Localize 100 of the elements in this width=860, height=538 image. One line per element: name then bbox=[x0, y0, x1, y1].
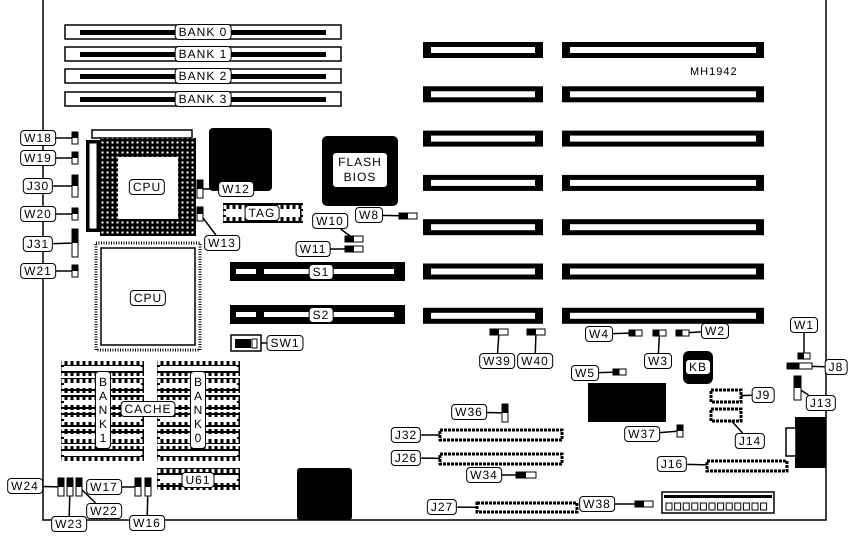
part-label: W40 bbox=[517, 353, 553, 369]
leader-line bbox=[56, 137, 72, 139]
jumper-block bbox=[676, 424, 684, 438]
part-label: W8 bbox=[355, 207, 383, 223]
pin-header bbox=[438, 428, 564, 442]
leader-line bbox=[382, 214, 400, 217]
jumper-block bbox=[786, 362, 812, 370]
part-label: W39 bbox=[479, 353, 515, 369]
jumper-block bbox=[502, 404, 508, 422]
pin-header bbox=[710, 408, 742, 422]
jumper-block bbox=[72, 228, 78, 258]
pin-header bbox=[476, 502, 578, 514]
jumper-block bbox=[628, 330, 642, 336]
part-label: W20 bbox=[20, 206, 56, 222]
part-label: BANK 2 bbox=[174, 68, 232, 84]
part-label: CPU bbox=[128, 179, 166, 195]
jumper-block bbox=[794, 376, 802, 400]
part-label: W10 bbox=[312, 213, 348, 229]
dip-switch bbox=[230, 334, 262, 352]
leader-line bbox=[534, 334, 537, 354]
part-label: W38 bbox=[579, 496, 615, 512]
jumper-block bbox=[398, 212, 418, 220]
part-label: W23 bbox=[51, 516, 87, 532]
leader-line bbox=[56, 213, 72, 215]
leader-line bbox=[53, 242, 72, 244]
part-label: BANK0 bbox=[190, 371, 206, 449]
part-label: W21 bbox=[20, 263, 56, 279]
part-label: J27 bbox=[426, 499, 458, 515]
jumper-block bbox=[344, 246, 364, 252]
jumper-block bbox=[526, 328, 546, 336]
jumper-block bbox=[72, 132, 78, 144]
part-label: W24 bbox=[7, 478, 43, 494]
jumper-block bbox=[72, 152, 78, 164]
part-label: FLASH BIOS bbox=[332, 152, 388, 188]
part-label: S1 bbox=[308, 264, 334, 280]
pin-header bbox=[438, 452, 564, 466]
jumper-block bbox=[490, 328, 508, 336]
part-label: J13 bbox=[806, 395, 836, 411]
part-label: J32 bbox=[390, 427, 422, 443]
leader-line bbox=[68, 496, 70, 516]
pin-header bbox=[706, 460, 788, 472]
part-label: W12 bbox=[218, 181, 254, 197]
jumper-block bbox=[798, 352, 810, 360]
leader-line bbox=[687, 464, 708, 466]
part-label: SW1 bbox=[266, 335, 304, 351]
leader-line bbox=[486, 412, 502, 414]
part-label: W18 bbox=[20, 130, 56, 146]
part-label: W16 bbox=[129, 515, 165, 531]
part-label: W3 bbox=[644, 353, 672, 369]
part-label: J31 bbox=[22, 236, 54, 252]
leader-line bbox=[688, 331, 702, 334]
part-label: W13 bbox=[204, 235, 240, 251]
jumper-block bbox=[76, 478, 82, 496]
jumper-block bbox=[72, 264, 78, 278]
part-label: W17 bbox=[86, 479, 122, 495]
jumper-block bbox=[652, 330, 666, 336]
leader-line bbox=[614, 503, 635, 505]
part-label: U61 bbox=[182, 472, 214, 488]
leader-line bbox=[421, 457, 440, 460]
clock-chip bbox=[588, 383, 666, 422]
leader-line bbox=[496, 334, 500, 354]
jumper-block bbox=[58, 478, 64, 496]
leader-line bbox=[42, 486, 58, 488]
part-label: W1 bbox=[790, 317, 818, 333]
jumper-block bbox=[66, 478, 74, 496]
jumper-block bbox=[676, 330, 690, 336]
pin-header bbox=[710, 388, 742, 404]
part-label: TAG bbox=[244, 205, 280, 221]
part-label: W36 bbox=[451, 404, 487, 420]
drawing-code: MH1942 bbox=[690, 66, 738, 78]
part-label: CACHE bbox=[120, 401, 176, 417]
part-label: W4 bbox=[585, 326, 613, 342]
part-label: J26 bbox=[390, 450, 422, 466]
part-label: J30 bbox=[22, 178, 54, 194]
jumper-block bbox=[196, 206, 204, 222]
part-label: BANK 0 bbox=[174, 24, 232, 40]
part-label: BANK 3 bbox=[174, 91, 232, 107]
leader-line bbox=[803, 333, 805, 353]
part-label: W19 bbox=[20, 150, 56, 166]
leader-line bbox=[421, 434, 440, 436]
part-label: J9 bbox=[752, 387, 774, 403]
part-label: S2 bbox=[308, 307, 334, 323]
jumper-block bbox=[634, 500, 654, 508]
leader-line bbox=[53, 185, 72, 187]
leader-line bbox=[202, 218, 217, 236]
leader-line bbox=[81, 489, 96, 504]
leader-line bbox=[56, 270, 72, 272]
part-label: J8 bbox=[824, 359, 848, 375]
leader-line bbox=[598, 371, 614, 374]
leader-line bbox=[122, 486, 135, 488]
leader-line bbox=[56, 157, 72, 159]
jumper-block bbox=[72, 174, 78, 198]
jumper-block bbox=[344, 236, 364, 242]
leader-line bbox=[330, 248, 345, 250]
part-label: BANK1 bbox=[95, 371, 111, 449]
part-label: W11 bbox=[296, 241, 330, 257]
jumper-block bbox=[72, 208, 78, 220]
leader-line bbox=[340, 228, 350, 237]
part-label: W2 bbox=[701, 323, 729, 339]
jumper-block bbox=[134, 478, 142, 496]
